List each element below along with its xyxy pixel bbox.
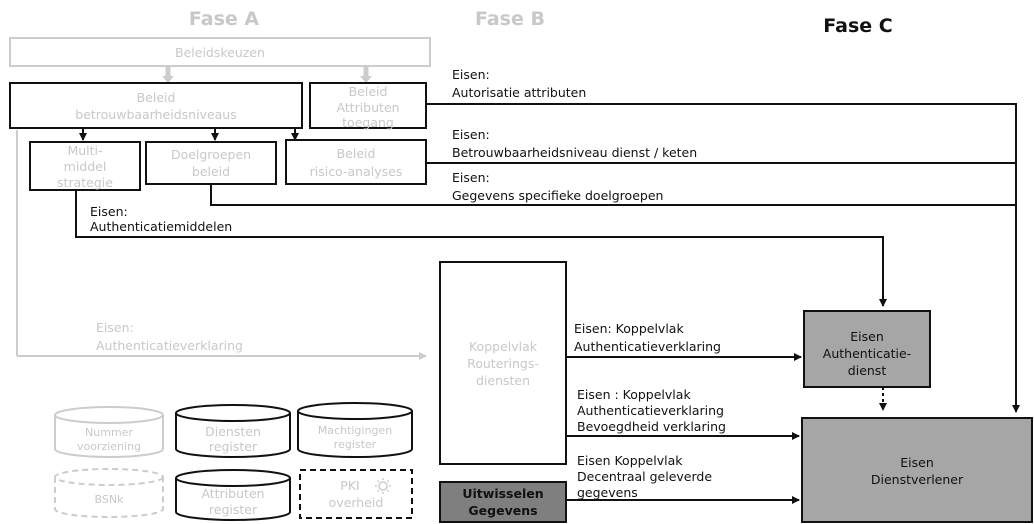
diensten-line1: Diensten [205,424,261,439]
koppelvlak-line1: Koppelvlak [469,339,538,354]
req-autorisatie-title: Eisen: [452,67,490,82]
betrouwbaarheid-down-arrows [79,128,299,141]
sun-icon [375,478,391,494]
machtigingen-line2: register [334,438,377,451]
beleid-betrouwbaarheid-line1: Beleid [137,90,176,105]
req-koppelvlak-bevoegdheid-line1: Eisen : Koppelvlak [577,387,691,402]
phase-b-header: Fase B [475,8,545,30]
register-bsnk [54,468,164,518]
beleid-betrouwbaarheid-box [9,82,303,129]
req-betrouwbaarheid-text: Betrouwbaarheidsniveau dienst / keten [452,145,697,160]
risico-line1: Beleid [337,146,376,161]
multimiddel-line1: Multi- [67,143,102,158]
multimiddel-box [29,141,141,191]
authenticatieverklaring-flow [16,130,427,360]
req-koppelvlak-bevoegdheid-line3: Bevoegdheid verklaring [577,419,726,434]
req-doelgroepen-text: Gegevens specifieke doelgroepen [452,188,663,203]
uitwisselen-line2: Gegevens [468,503,537,518]
phase-c-header: Fase C [823,15,892,37]
nummer-line1: Nummer [85,426,133,439]
req-authenticatieverklaring-title: Eisen: [96,320,134,335]
eisen-auth-dienst-line3: dienst [848,363,887,378]
doelgroepen-line2: beleid [192,164,230,179]
beleidskeuzen-box [9,37,431,67]
req-betrouwbaarheid-title: Eisen: [452,127,490,142]
bsnk-label: BSNk [95,493,125,506]
beleid-attributen-box [309,82,427,129]
beleid-attributen-line2: Attributen [336,100,399,115]
diensten-line2: register [209,439,258,454]
koppelvlak-line3: diensten [476,373,530,388]
eisen-auth-dienst-line2: Authenticatie- [823,346,911,361]
req-koppelvlak-verklaring-line2: Authenticatieverklaring [574,339,721,354]
koppelvlak-arrows [566,353,802,504]
req-authenticatiemiddelen-text: Authenticatiemiddelen [90,219,232,234]
uitwisselen-box [439,481,567,523]
register-attributen [175,469,291,521]
req-lines [75,103,1020,413]
phase-a-header: Fase A [189,8,259,30]
machtigingen-line1: Machtigingen [318,424,392,437]
register-machtigingen [297,402,413,458]
req-koppelvlak-decentraal-line3: gegevens [577,485,638,500]
req-koppelvlak-bevoegdheid-line2: Authenticatieverklaring [577,403,724,418]
koppelvlak-line2: Routerings- [467,356,539,371]
beleidskeuzen-label: Beleidskeuzen [175,45,265,60]
req-koppelvlak-verklaring-line1: Eisen: Koppelvlak [574,321,684,336]
koppelvlak-box [439,261,567,465]
risico-line2: risico-analyses [310,164,403,179]
pki-line1: PKI [340,478,359,493]
register-diensten [175,404,291,458]
doelgroepen-line1: Doelgroepen [171,147,251,162]
eisen-dienstverlener-line1: Eisen [900,455,934,470]
register-pki-overheid [299,469,413,519]
eisen-auth-dienst-line1: Eisen [850,329,884,344]
uitwisselen-line1: Uitwisselen [462,486,543,501]
req-koppelvlak-decentraal-line1: Eisen Koppelvlak [577,453,683,468]
beleid-attributen-line1: Beleid [349,84,388,99]
req-authenticatiemiddelen-title: Eisen: [90,204,128,219]
register-nummer-voorziening [54,406,164,458]
eisen-dienstverlener-box [801,417,1033,523]
attributen-line2: register [209,502,258,517]
req-koppelvlak-decentraal-line2: Decentraal geleverde [577,469,712,484]
req-autorisatie-text: Autorisatie attributen [452,85,586,100]
beleid-attributen-line3: toegang [342,115,394,130]
beleid-betrouwbaarheid-line2: betrouwbaarheidsniveaus [75,107,236,122]
multimiddel-line2: middel [64,159,107,174]
req-doelgroepen-title: Eisen: [452,170,490,185]
attributen-line1: Attributen [201,486,264,501]
risico-box [285,139,427,185]
nummer-line2: voorziening [77,440,141,453]
eisen-dienstverlener-line2: Dienstverlener [871,472,964,487]
pki-line2: overheid [329,495,384,510]
req-authenticatieverklaring-text: Authenticatieverklaring [96,338,243,353]
doelgroepen-box [145,141,277,185]
eisen-auth-dienst-box [803,310,931,388]
multimiddel-line3: strategie [57,175,113,190]
